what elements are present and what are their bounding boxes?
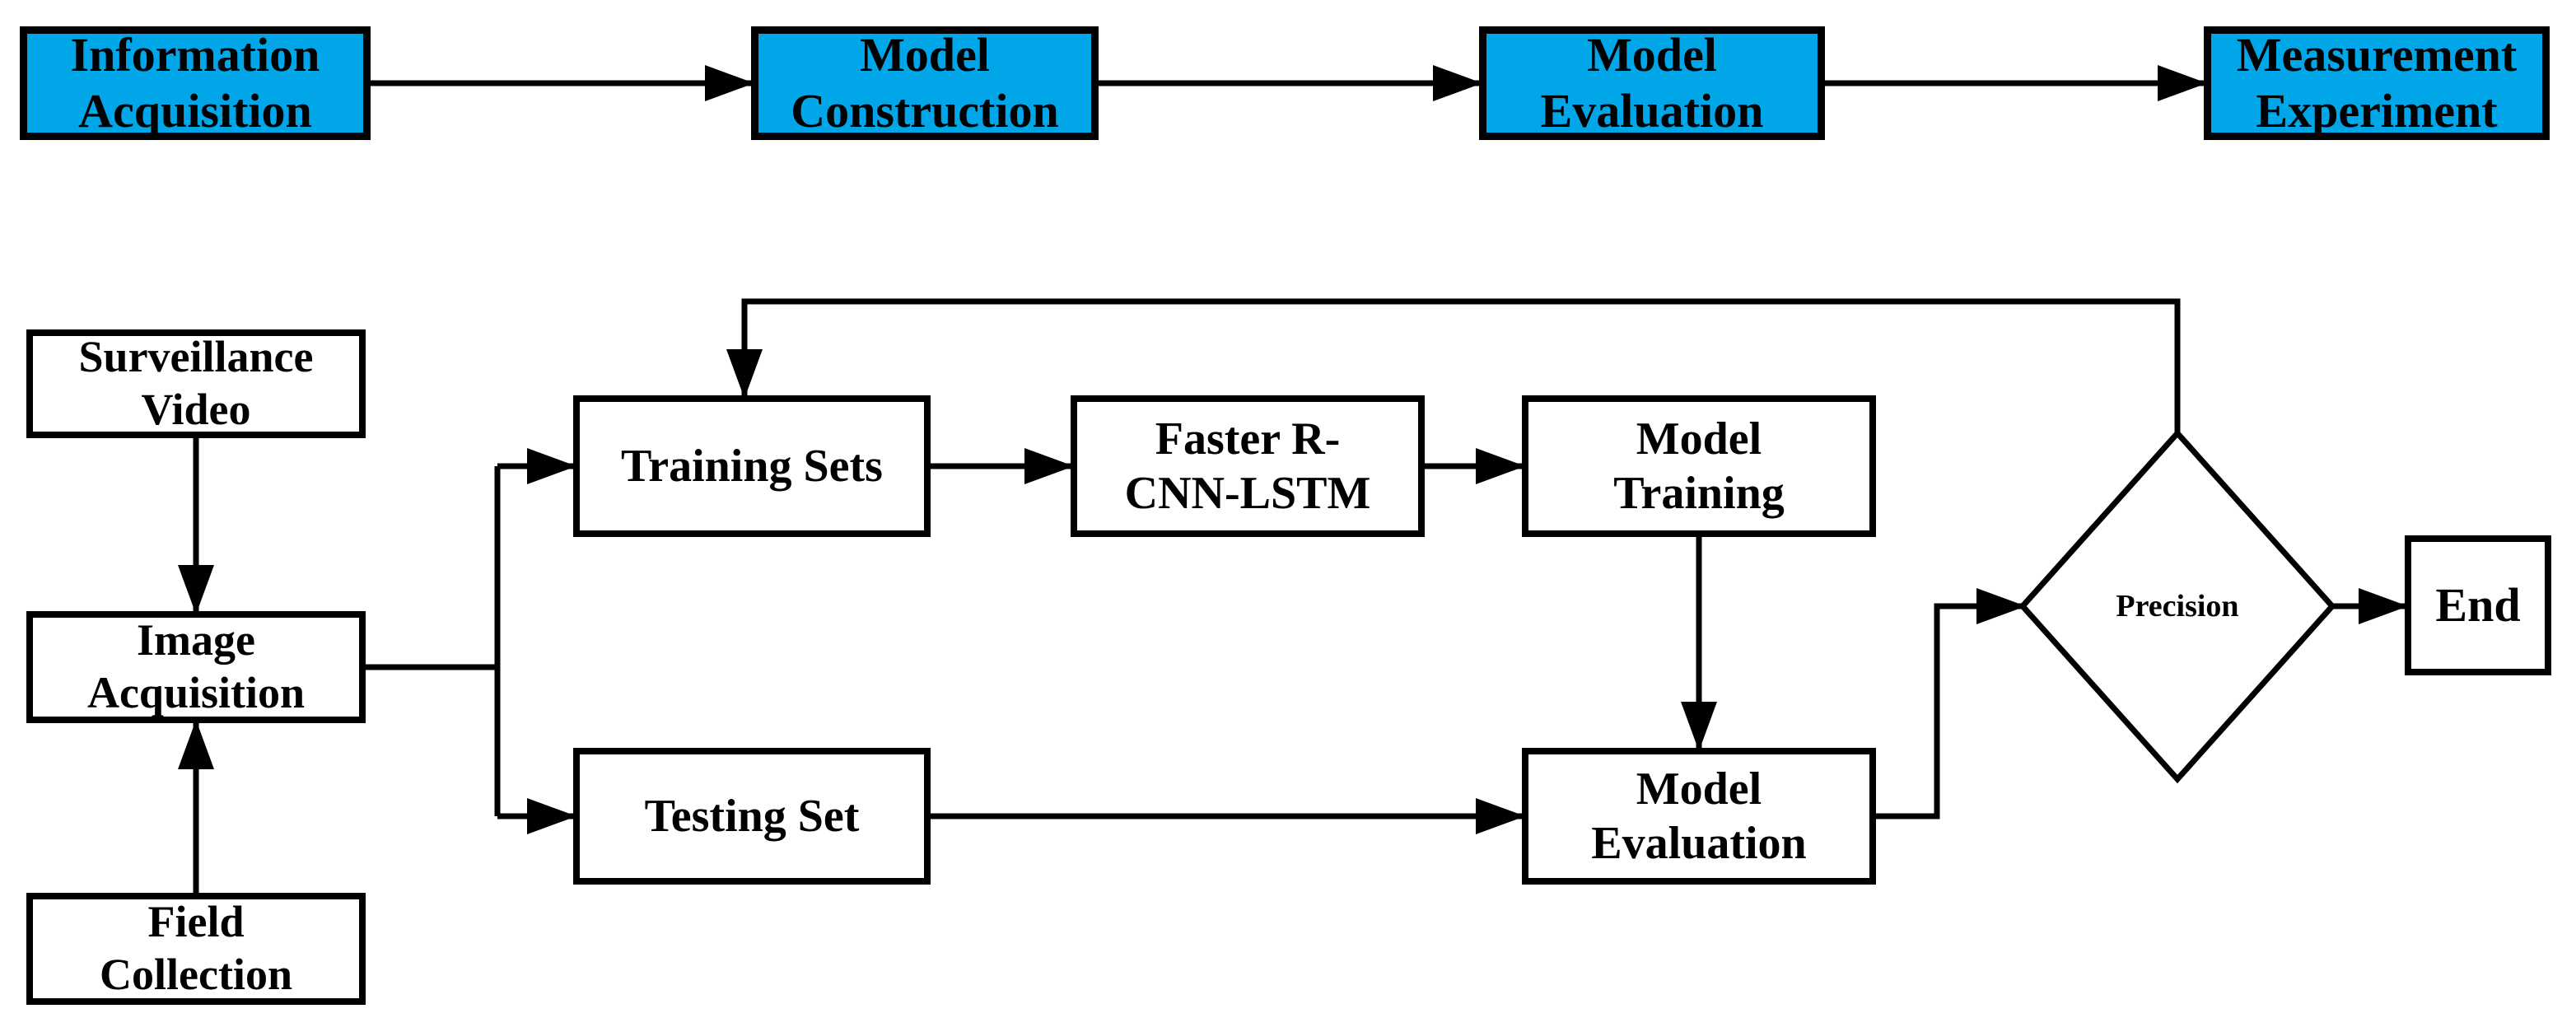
precision-decision-diamond xyxy=(2018,428,2336,784)
node-measurement-experiment: Measurement Experiment xyxy=(2204,26,2550,140)
node-training-sets: Training Sets xyxy=(573,395,931,537)
arrow-modeleval-to-precision xyxy=(1876,588,2026,820)
node-field-collection: Field Collection xyxy=(26,893,366,1005)
precision-decision-label: Precision xyxy=(2116,589,2239,623)
node-end: End xyxy=(2405,535,2551,675)
node-model-construction: Model Construction xyxy=(751,26,1099,140)
node-information-acquisition: Information Acquisition xyxy=(20,26,371,140)
node-model-evaluation-top: Model Evaluation xyxy=(1479,26,1825,140)
node-image-acquisition: Image Acquisition xyxy=(26,611,366,723)
node-model-training: Model Training xyxy=(1522,395,1876,537)
node-testing-set: Testing Set xyxy=(573,748,931,885)
node-surveillance-video: Surveillance Video xyxy=(26,329,366,438)
node-model-evaluation: Model Evaluation xyxy=(1522,748,1876,885)
node-faster-rcnn-lstm: Faster R- CNN-LSTM xyxy=(1071,395,1425,537)
arrow-feedback-precision-to-trainingsets xyxy=(726,298,2181,433)
